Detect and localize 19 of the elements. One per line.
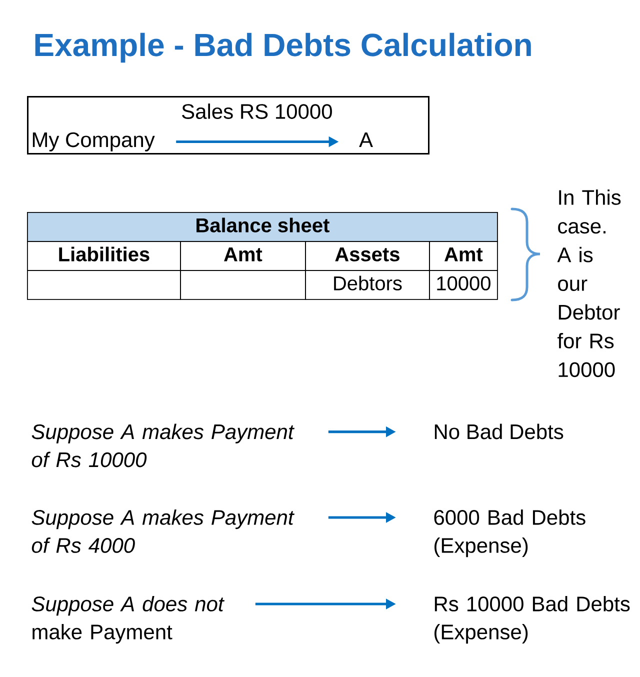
scenario-text: Suppose A does not make Payment — [32, 596, 224, 644]
note-text: In This case. A is our Debtor for Rs 10000 — [557, 189, 621, 378]
outcome-text: 6000 Bad Debts (Expense) — [434, 510, 586, 558]
title: Example - Bad Debts Calculation — [35, 32, 531, 63]
table-header: Balance sheet — [27, 212, 498, 242]
table-cell: 10000 — [429, 270, 498, 300]
column-header: Amt — [429, 241, 498, 271]
column-header: Assets — [305, 241, 430, 271]
outline-box — [27, 96, 430, 154]
scenario-text: Suppose A makes Payment of Rs 10000 — [32, 424, 294, 468]
party-label: My Company — [32, 132, 155, 152]
edge-label: Sales RS 10000 — [180, 102, 334, 120]
scenario-text: Suppose A makes Payment of Rs 4000 — [32, 510, 294, 553]
outcome-text: Rs 10000 Bad Debts (Expense) — [434, 596, 630, 644]
outcome-text: No Bad Debts — [434, 424, 564, 440]
table-cell: Debtors — [305, 270, 430, 300]
column-header: Amt — [180, 241, 306, 271]
column-header: Liabilities — [27, 241, 181, 271]
party-label: A — [359, 132, 373, 147]
